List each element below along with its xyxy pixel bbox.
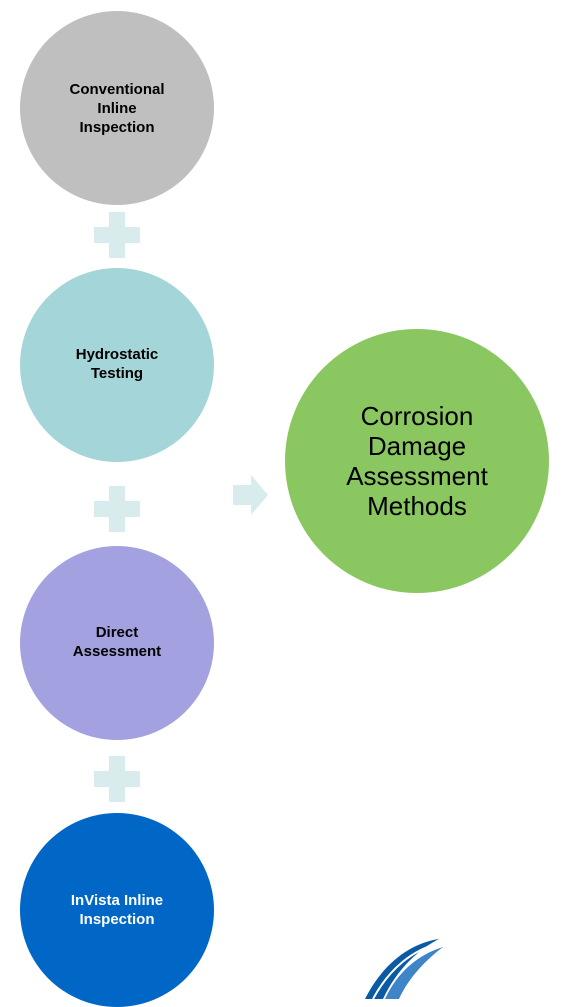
method-label: Hydrostatic Testing [75,346,159,382]
method-hydrostatic-testing: Hydrostatic Testing [20,268,214,462]
right-arrow-icon [233,475,268,515]
method-label: Conventional Inline Inspection [69,80,165,136]
result-corrosion-damage-assessment: Corrosion Damage Assessment Methods [285,329,549,593]
method-conventional-inline-inspection: Conventional Inline Inspection [20,11,214,205]
plus-icon [94,486,140,532]
swoosh-logo [365,939,443,1000]
method-label: Direct Assessment [72,624,162,660]
plus-icon [94,212,140,258]
result-label: Corrosion Damage Assessment Methods [346,401,488,521]
method-label: InVista Inline Inspection [70,892,164,928]
method-invista-inline-inspection: InVista Inline Inspection [20,813,214,1007]
method-direct-assessment: Direct Assessment [20,546,214,740]
plus-icon [94,756,140,802]
